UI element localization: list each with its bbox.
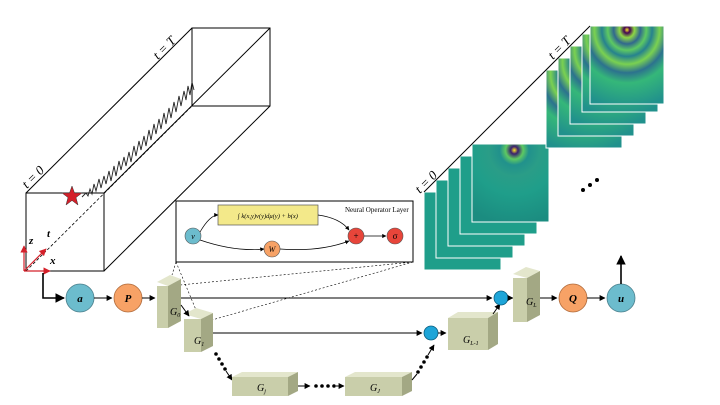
axis-z-label: z <box>28 235 34 247</box>
node-u-label: u <box>618 293 624 305</box>
svg-text:+: + <box>353 231 358 241</box>
svg-text:W: W <box>269 245 277 254</box>
source-star-icon <box>61 185 83 206</box>
block-Gj: Gj <box>232 372 298 396</box>
chain-horizontal-dots-icon <box>314 384 336 388</box>
op-v-node <box>184 227 202 245</box>
wave-signal <box>81 81 195 198</box>
block-GL: GL <box>513 267 540 322</box>
wavefield-stack-early <box>423 143 550 271</box>
axis-x-label: x <box>49 255 56 267</box>
ellipsis-dots-icon <box>581 178 599 192</box>
svg-text:G1: G1 <box>194 336 204 348</box>
svg-text:σ: σ <box>393 231 398 241</box>
svg-text:G0: G0 <box>170 307 180 319</box>
block-GL-1: GL-1 <box>448 312 498 350</box>
svg-text:GL-1: GL-1 <box>463 335 479 347</box>
integral-formula: ∫ k(x,y)v(y)dμ(y) + b(x) <box>237 213 298 220</box>
block-GJ: GJ <box>345 372 412 396</box>
wavefield-stack-late <box>545 25 665 149</box>
node-Q-label: Q <box>569 293 577 305</box>
node-P-label: P <box>125 293 132 305</box>
svg-text:v: v <box>191 232 195 241</box>
merge-node-upper <box>493 290 509 306</box>
op-sigma-node <box>386 227 404 245</box>
stack-time-line <box>423 25 591 193</box>
coordinate-axes: z t x <box>20 228 56 275</box>
chain-down-dots-icon <box>214 352 233 381</box>
axis-t-label: t <box>47 228 51 240</box>
svg-text:Gj: Gj <box>257 383 266 395</box>
time-start-label: t = 0 <box>19 162 48 191</box>
node-a-label: a <box>77 293 83 305</box>
time-end-label: t = T <box>150 33 180 63</box>
svg-text:GL: GL <box>526 297 537 309</box>
block-G0: G0 <box>157 275 181 328</box>
svg-text:GJ: GJ <box>370 383 380 395</box>
operator-layer-title: Neural Operator Layer <box>345 206 409 214</box>
neural-operator-layer-box: Neural Operator Layer ∫ k(x,y)v(y)dμ(y) … <box>175 200 414 263</box>
block-G1: G1 <box>184 308 213 352</box>
chain-up-dots-icon <box>411 344 435 381</box>
merge-node-lower <box>423 325 439 341</box>
